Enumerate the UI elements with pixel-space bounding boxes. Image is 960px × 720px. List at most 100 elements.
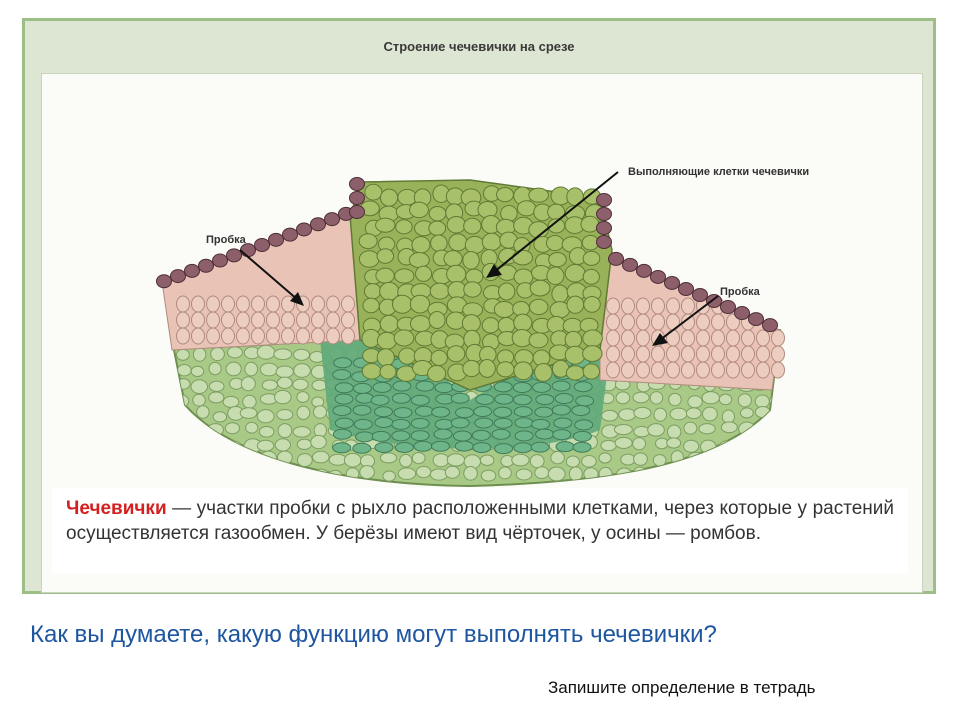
parenchyma-cell — [615, 391, 631, 405]
arrow-filling-cells-head — [486, 264, 502, 278]
cork-cell — [636, 313, 650, 331]
parenchyma-cell — [632, 437, 647, 451]
filling-cell — [394, 268, 415, 284]
cork-cell — [621, 313, 635, 331]
parenchyma-cell — [240, 470, 258, 484]
inner-tissue-cell — [493, 406, 513, 418]
parenchyma-cell — [718, 393, 733, 406]
cork-cell — [326, 295, 340, 313]
cork-cell — [681, 329, 695, 347]
cork-cell — [621, 329, 635, 347]
arrow-cork-right-head — [652, 333, 668, 346]
parenchyma-cell — [647, 423, 665, 437]
filling-cell — [582, 363, 601, 380]
parenchyma-cell — [702, 406, 718, 422]
parenchyma-cell — [244, 450, 260, 464]
filling-cell — [546, 266, 565, 285]
parenchyma-cell — [327, 469, 343, 484]
parenchyma-cell — [190, 379, 209, 394]
filling-cell — [358, 250, 380, 268]
outer-cork-cell — [596, 193, 612, 207]
cork-cell — [756, 361, 770, 379]
parenchyma-cell — [310, 434, 327, 450]
filling-cell — [379, 364, 397, 380]
outer-cork-cell — [310, 217, 326, 232]
cork-left — [161, 211, 373, 351]
arrow-cork-left — [239, 249, 299, 301]
cork-cell — [191, 295, 205, 313]
cork-cell — [606, 313, 620, 331]
cork-cell — [681, 297, 695, 315]
inner-tissue-cell — [391, 392, 411, 404]
parenchyma-cell — [244, 361, 259, 377]
parenchyma-cell — [737, 393, 752, 408]
cork-cell — [666, 361, 680, 379]
filling-cell — [429, 282, 450, 300]
inner-tissue-cell — [353, 418, 373, 430]
parenchyma-cell — [256, 409, 275, 424]
outer-cork-cell — [184, 263, 200, 278]
inner-tissue-cell — [332, 369, 352, 381]
filling-cell — [564, 345, 586, 365]
inner-tissue-cell — [530, 441, 550, 453]
cork-cell — [636, 297, 650, 315]
parenchyma-cell — [296, 438, 312, 450]
parenchyma-cell — [240, 376, 256, 392]
parenchyma-cell — [411, 452, 426, 465]
parenchyma-cell — [701, 391, 721, 405]
outer-cork-cell — [170, 269, 186, 284]
parenchyma-cell — [498, 466, 512, 480]
filling-cell — [493, 300, 515, 319]
cork-cell — [311, 295, 325, 313]
parenchyma-cell — [766, 455, 780, 467]
figure-title: Строение чечевички на срезе — [383, 39, 575, 54]
cork-cell — [651, 361, 665, 379]
inner-tissue-cell — [472, 442, 492, 454]
filling-cell — [513, 313, 533, 332]
parenchyma-cell — [633, 406, 652, 420]
cork-cell — [726, 345, 740, 363]
cork-cell — [326, 311, 340, 329]
parenchyma-cell — [296, 453, 313, 468]
parenchyma-cell — [382, 470, 396, 482]
outer-cork-cell — [596, 235, 612, 249]
cork-cells — [176, 295, 785, 379]
inner-tissue-cell — [512, 382, 532, 394]
cork-cell — [621, 361, 635, 379]
parenchyma-cell — [718, 440, 738, 453]
cork-cell — [726, 361, 740, 379]
filling-cell — [411, 236, 431, 254]
filling-cell — [464, 235, 485, 254]
outer-cork-cell — [678, 281, 694, 296]
parenchyma-cell — [292, 378, 309, 391]
parenchyma-cell — [550, 451, 565, 465]
question-text: Как вы думаете, какую функцию могут выпо… — [30, 621, 717, 648]
filling-cell — [565, 365, 585, 381]
cork-cell — [176, 311, 190, 329]
parenchyma-cell — [277, 423, 293, 439]
filling-cell — [534, 362, 553, 382]
cork-cell — [236, 327, 250, 345]
outer-cork-cell — [664, 275, 680, 290]
outer-cork-cell — [268, 232, 284, 247]
parenchyma-cell — [446, 453, 466, 467]
filling-cell — [428, 205, 447, 222]
filling-cell — [428, 311, 446, 330]
parenchyma-cell — [511, 453, 530, 467]
inner-tissue-cell — [471, 429, 491, 441]
inner-tissue-cell — [572, 430, 592, 442]
inner-tissue-cell — [454, 440, 474, 452]
parenchyma-cell — [192, 347, 207, 362]
cork-cell — [206, 295, 220, 313]
cork-cell — [606, 297, 620, 315]
parenchyma-cell — [176, 348, 190, 361]
inner-tissue-cell — [355, 431, 375, 443]
filling-cell — [430, 234, 448, 252]
cork-cell — [606, 361, 620, 379]
parenchyma-cell — [173, 409, 192, 424]
parenchyma-cell — [173, 423, 190, 437]
parenchyma-cell — [225, 361, 242, 377]
filling-cell — [379, 188, 399, 207]
filling-cell — [446, 345, 466, 363]
cork-cell — [771, 345, 785, 363]
